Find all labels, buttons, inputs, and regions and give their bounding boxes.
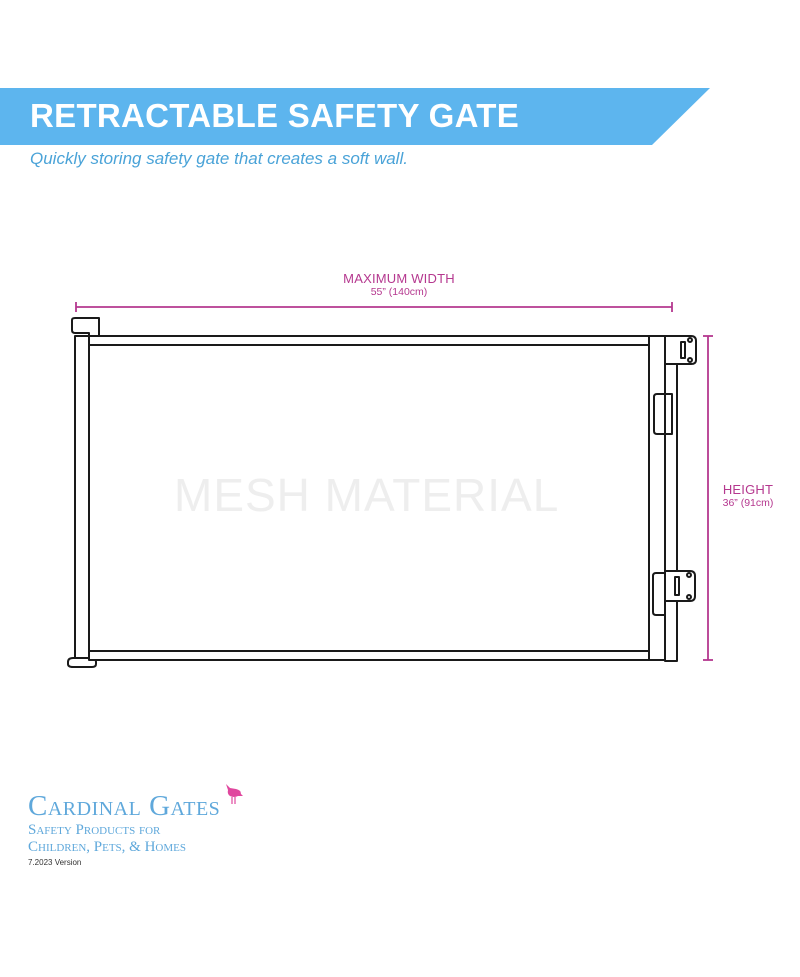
bottom-wall-bracket-clip — [652, 572, 666, 616]
cardinal-bird-icon — [226, 784, 243, 804]
height-dimension-value: 36” (91cm) — [722, 497, 774, 509]
width-dimension-value: 55” (140cm) — [370, 286, 428, 298]
page-subtitle: Quickly storing safety gate that creates… — [30, 149, 408, 168]
bottom-rail — [88, 650, 650, 661]
width-dimension-title: MAXIMUM WIDTH — [343, 271, 455, 286]
height-dimension-title: HEIGHT — [722, 482, 774, 497]
middle-clip — [653, 393, 673, 435]
title-banner — [0, 88, 710, 145]
left-post-cap — [71, 317, 100, 337]
brand-tagline-line2: Children, Pets, & Homes — [28, 839, 186, 855]
width-dimension-label: MAXIMUM WIDTH 55” (140cm) — [274, 271, 524, 298]
version-label: 7.2023 Version — [28, 858, 82, 867]
banner-shape — [0, 88, 710, 145]
brand-tagline-line1: Safety Products for — [28, 822, 161, 838]
height-dimension-line — [703, 335, 713, 661]
left-post — [74, 335, 90, 661]
height-dimension-label: HEIGHT 36” (91cm) — [708, 482, 788, 509]
brand-name: Cardinal Gates — [28, 790, 221, 822]
top-rail — [88, 335, 650, 346]
mesh-material-label: MESH MATERIAL — [174, 469, 560, 521]
width-dimension-line — [75, 302, 673, 312]
page-title: RETRACTABLE SAFETY GATE — [30, 97, 520, 134]
